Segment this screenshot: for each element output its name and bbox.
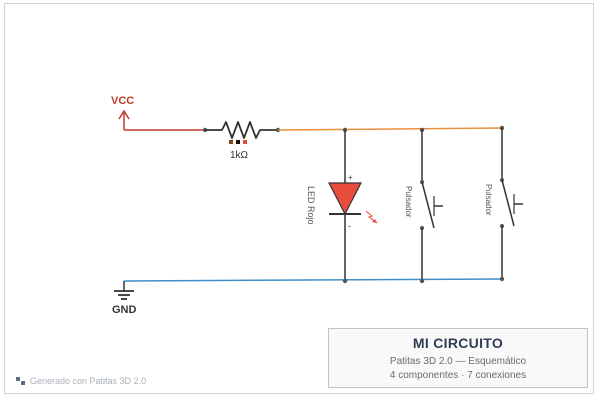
resistor-value-label: 1kΩ [230, 150, 249, 161]
led-plus-sign: + [348, 173, 353, 182]
led-label: LED Rojo [306, 186, 316, 225]
led-triangle [328, 182, 362, 216]
footer-text: Generado con Patitas 3D 2.0 [30, 376, 147, 386]
circuit-subtitle: Patitas 3D 2.0 — Esquemático [389, 356, 527, 367]
circuit-counts: 4 componentes · 7 conexiones [389, 370, 527, 381]
light-emission-icon [365, 210, 378, 224]
vcc-symbol: VCC [111, 95, 205, 131]
app-logo-icon [16, 377, 26, 385]
title-block: MI CIRCUITO Patitas 3D 2.0 — Esquemático… [328, 328, 588, 388]
gnd-symbol: GND [112, 281, 137, 316]
pushbutton-2-label: Pulsador [484, 184, 493, 216]
gnd-label: GND [112, 304, 137, 316]
schematic-frame [4, 3, 594, 394]
led-red: + - LED Rojo [306, 127, 378, 284]
circuit-title: MI CIRCUITO [412, 335, 504, 351]
vcc-rail-wire [277, 127, 503, 131]
led-minus-sign: - [348, 221, 351, 231]
gnd-rail-wire [123, 278, 503, 282]
pushbutton-1-label: Pulsador [404, 186, 413, 218]
pushbutton-2: Pulsador [484, 125, 523, 282]
pushbutton-1: Pulsador [404, 127, 443, 284]
footer-credit: Generado con Patitas 3D 2.0 [16, 376, 146, 386]
resistor: 1kΩ [202, 121, 281, 161]
vcc-label: VCC [111, 95, 134, 107]
